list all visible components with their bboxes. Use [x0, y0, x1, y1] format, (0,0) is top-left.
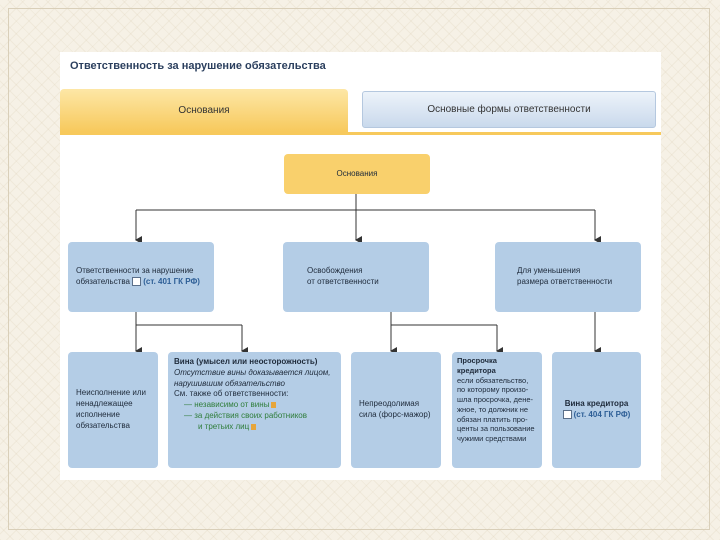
guilt-italic-2: нарушившим обязательство	[174, 378, 285, 388]
fm-line1: Непреодолимая	[359, 399, 420, 409]
box-creditor-guilt: Вина кредитора (ст. 404 ГК РФ)	[552, 352, 641, 468]
guilt-see-also: См. также об ответственности:	[174, 389, 289, 399]
l1-2-line1: Освобождения	[307, 266, 363, 276]
l1-3-line1: Для уменьшения	[517, 266, 581, 276]
np-line2: ненадлежащее	[76, 399, 133, 409]
root-label: Основания	[336, 168, 378, 178]
connector-lines	[135, 194, 601, 355]
guilt-item-1[interactable]: — независимо от вины	[184, 400, 270, 410]
tab-strip: Основания Основные формы ответственности	[60, 89, 661, 132]
cg-label: Вина кредитора	[564, 399, 629, 409]
guilt-italic-1: Отсутствие вины доказывается лицом,	[174, 367, 331, 377]
cd-text-1: если обязательство,	[457, 375, 529, 385]
guilt-item-2[interactable]: — за действия своих работников	[184, 410, 307, 420]
box-force-majeure: Непреодолимая сила (форс-мажор)	[351, 352, 441, 468]
document-icon	[132, 277, 142, 287]
l1-1-line2: обязательства	[76, 277, 130, 286]
fm-line2: сила (форс-мажор)	[359, 410, 431, 419]
box-guilt: Вина (умысел или неосторожность) Отсутст…	[168, 352, 341, 468]
cd-text-5: обязан платить про-	[457, 414, 528, 424]
np-line4: обязательства	[76, 420, 130, 430]
document-icon	[562, 410, 572, 420]
cd-text-4: жное, то должник не	[457, 404, 529, 414]
cd-title-2: кредитора	[457, 365, 496, 375]
box-nonperformance: Неисполнение или ненадлежащее исполнение…	[68, 352, 158, 468]
cd-text-2: по которому произо-	[457, 385, 529, 395]
link-icon	[271, 402, 277, 409]
l1-3-line2: размера ответственности	[517, 277, 613, 286]
cd-text-7: чужими средствами	[457, 434, 527, 443]
tab-underline	[60, 132, 661, 135]
box-creditor-delay: Просрочка кредитора если обязательство, …	[452, 352, 542, 468]
guilt-title: Вина (умысел или неосторожность)	[174, 357, 318, 366]
cg-ref[interactable]: (ст. 404 ГК РФ)	[573, 410, 631, 419]
np-line1: Неисполнение или	[76, 388, 146, 398]
box-responsibility: Ответственности за нарушение обязательст…	[68, 242, 214, 312]
slide-frame	[8, 8, 710, 530]
tab-osnovaniya[interactable]: Основания	[60, 89, 348, 132]
guilt-item-3[interactable]: и третьих лиц	[198, 421, 250, 431]
box-reduction: Для уменьшения размера ответственности	[495, 242, 641, 312]
slide-panel: Ответственность за нарушение обязательст…	[60, 52, 661, 480]
l1-1-ref[interactable]: (ст. 401 ГК РФ)	[143, 277, 200, 286]
cd-text-3: шла просрочка, дене-	[457, 395, 534, 404]
cd-title-1: Просрочка	[457, 356, 497, 365]
np-line3: исполнение	[76, 410, 120, 419]
slide-title: Ответственность за нарушение обязательст…	[70, 60, 326, 72]
l1-2-line2: от ответственности	[307, 277, 379, 286]
tab-main-forms[interactable]: Основные формы ответственности	[362, 91, 656, 128]
l1-1-line1: Ответственности за нарушение	[76, 266, 194, 276]
link-icon	[251, 423, 257, 430]
cd-text-6: центы за пользование	[457, 424, 535, 434]
box-exemption: Освобождения от ответственности	[283, 242, 429, 312]
root-box: Основания	[284, 154, 430, 194]
